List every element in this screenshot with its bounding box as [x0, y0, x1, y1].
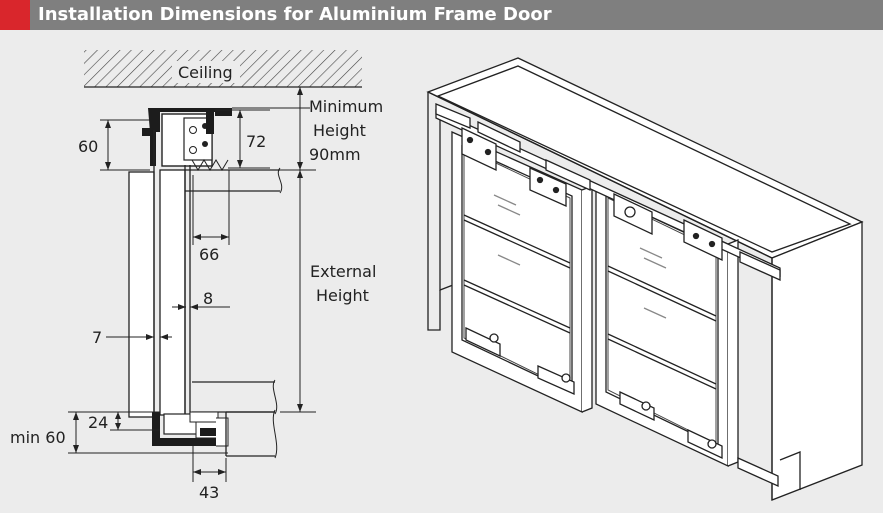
page-title: Installation Dimensions for Aluminium Fr…: [38, 4, 552, 25]
svg-text:7: 7: [92, 328, 102, 347]
header-bar: Installation Dimensions for Aluminium Fr…: [0, 0, 883, 30]
dim-24: 24: [88, 411, 160, 432]
svg-text:24: 24: [88, 413, 108, 432]
svg-text:Minimum: Minimum: [309, 97, 383, 116]
dim-72: 72: [215, 109, 270, 169]
installation-diagram: Ceiling: [10, 50, 864, 502]
roller-carriage: [161, 112, 229, 171]
right-door: [595, 182, 739, 468]
cabinet-bottom-panel: [192, 381, 275, 413]
iso-top-fittings: [435, 103, 781, 282]
svg-text:90mm: 90mm: [309, 145, 361, 164]
section-view: Ceiling: [10, 50, 383, 502]
cabinet-top-panel: [185, 169, 280, 192]
dim-min-60: min 60: [10, 411, 228, 454]
dim-7: 7: [92, 328, 172, 347]
svg-text:60: 60: [78, 137, 98, 156]
ceiling-label: Ceiling: [178, 63, 233, 82]
header-accent: [0, 0, 30, 30]
svg-text:43: 43: [199, 483, 219, 502]
svg-text:Height: Height: [316, 286, 369, 305]
svg-text:min 60: min 60: [10, 428, 66, 447]
dim-60-top: 60: [78, 119, 150, 171]
svg-text:72: 72: [246, 132, 266, 151]
left-door: [451, 130, 593, 414]
svg-text:8: 8: [203, 289, 213, 308]
dim-external-height: External Height: [280, 170, 376, 413]
isometric-cabinet: [426, 57, 864, 501]
svg-text:External: External: [310, 262, 376, 281]
door-inner-profile: [159, 169, 186, 416]
dim-minimum-height: Minimum Height 90mm: [232, 87, 383, 171]
svg-text:66: 66: [199, 245, 219, 264]
bottom-guide: [152, 411, 229, 447]
dim-66: 66: [192, 170, 230, 264]
iso-bottom-fittings: [465, 326, 779, 488]
dim-8: 8: [172, 289, 230, 310]
door-outer-profile: [128, 171, 155, 418]
dim-43: 43: [192, 446, 227, 502]
svg-text:Height: Height: [313, 121, 366, 140]
